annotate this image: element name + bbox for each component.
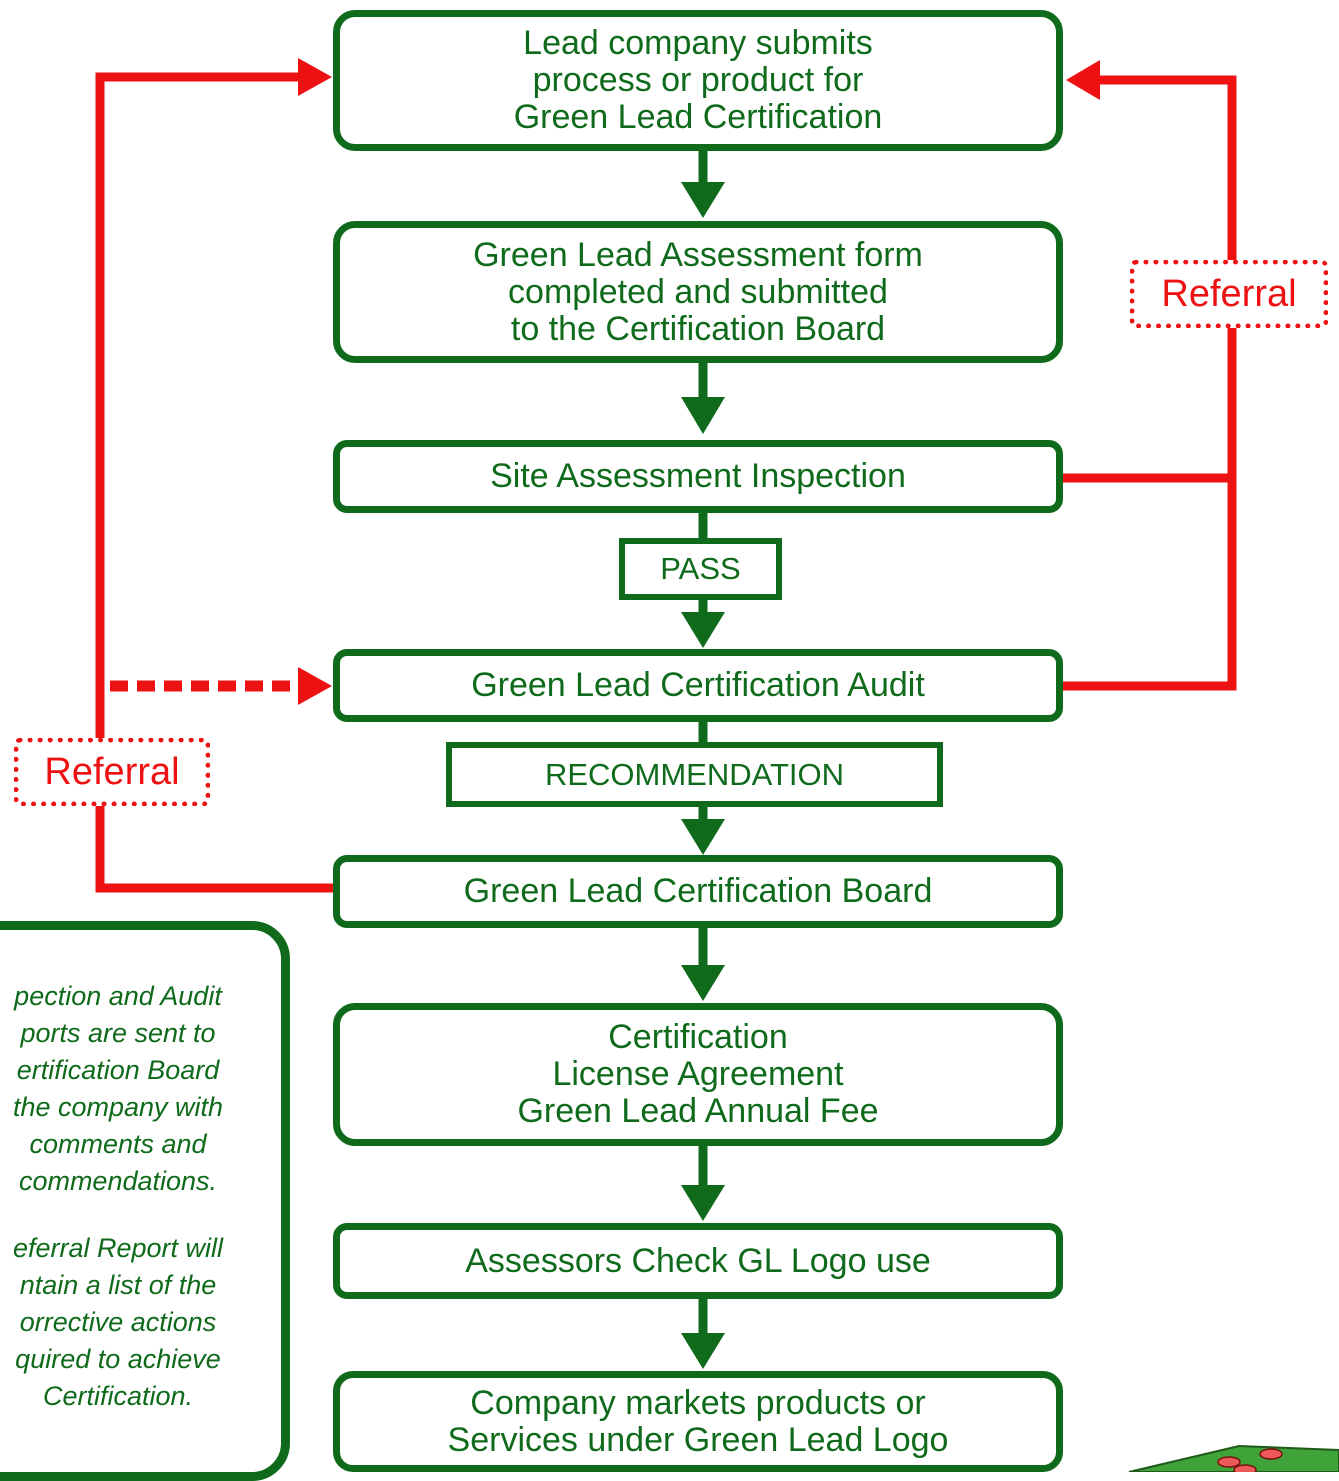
- note-line: quired to achieve: [15, 1344, 221, 1374]
- pass-label-text: PASS: [660, 551, 741, 586]
- step-markets: Company markets products or Services und…: [333, 1371, 1063, 1472]
- step-assessment-form-line-3: to the Certification Board: [510, 309, 886, 348]
- step-certification-line-2: License Agreement: [552, 1055, 844, 1093]
- pass-label: PASS: [619, 538, 782, 600]
- left-referral-arrowhead: [298, 58, 332, 96]
- step-certification-board-label: Green Lead Certification Board: [463, 872, 933, 910]
- note-line: commendations.: [18, 1166, 218, 1196]
- step-site-inspection-label: Site Assessment Inspection: [490, 457, 906, 495]
- step-submit-line-3: Green Lead Certification: [513, 98, 883, 136]
- step-certification-board: Green Lead Certification Board: [333, 855, 1063, 928]
- step-certification-line-1: Certification: [608, 1018, 788, 1056]
- note-line: pection and Audit: [14, 981, 222, 1011]
- arrowhead-board-to-certification: [681, 965, 725, 1001]
- step-certification-line-3: Green Lead Annual Fee: [517, 1092, 879, 1130]
- recommendation-label-text: RECOMMENDATION: [544, 756, 845, 792]
- right-referral-audit-line: [1062, 478, 1237, 691]
- step-certification-audit: Green Lead Certification Audit: [333, 649, 1063, 722]
- step-markets-line-2: Services under Green Lead Logo: [447, 1420, 949, 1459]
- note-paragraph-2: eferral Report will ntain a list of the …: [0, 1230, 368, 1415]
- step-certification: Certification License Agreement Green Le…: [333, 1003, 1063, 1146]
- step-assessment-form-line-1: Green Lead Assessment form: [473, 235, 923, 274]
- referral-label-left: Referral: [14, 738, 210, 806]
- step-assessment-form: Green Lead Assessment form completed and…: [333, 221, 1063, 363]
- arrowhead-logo-to-markets: [681, 1333, 725, 1369]
- arrowhead-submit-to-form: [681, 182, 725, 218]
- green-lead-logo-fragment: [1128, 1444, 1339, 1472]
- note-paragraph-1: pection and Audit ports are sent to erti…: [0, 978, 368, 1200]
- left-dotted-arrowhead: [298, 667, 332, 705]
- arrowhead-pass-to-audit: [681, 612, 725, 648]
- step-logo-check: Assessors Check GL Logo use: [333, 1223, 1063, 1299]
- left-referral-line: [95, 72, 333, 893]
- note-line: the company with: [12, 1092, 224, 1122]
- referral-label-left-text: Referral: [44, 750, 180, 793]
- step-logo-check-label: Assessors Check GL Logo use: [465, 1241, 931, 1280]
- note-line: orrective actions: [19, 1307, 217, 1337]
- arrowhead-certification-to-logo: [681, 1185, 725, 1221]
- note-line: ntain a list of the: [19, 1270, 217, 1300]
- step-submit-line-2: process or product for: [532, 61, 864, 99]
- step-site-inspection: Site Assessment Inspection: [333, 440, 1063, 513]
- right-referral-arrowhead: [1066, 60, 1100, 100]
- note-line: comments and: [29, 1129, 207, 1159]
- recommendation-label: RECOMMENDATION: [446, 742, 943, 807]
- arrowhead-form-to-site: [681, 397, 725, 434]
- red-arrowheads: [298, 58, 1100, 705]
- note-box: [0, 921, 290, 1481]
- step-submit-line-1: Lead company submits: [523, 24, 873, 62]
- note-line: ports are sent to: [20, 1018, 216, 1048]
- referral-label-right: Referral: [1130, 260, 1328, 328]
- note-line: Certification.: [42, 1381, 194, 1411]
- step-assessment-form-line-2: completed and submitted: [508, 272, 888, 311]
- step-markets-line-1: Company markets products or: [470, 1383, 926, 1422]
- step-certification-audit-label: Green Lead Certification Audit: [471, 666, 925, 704]
- referral-label-right-text: Referral: [1161, 272, 1297, 315]
- note-line: ertification Board: [16, 1055, 220, 1085]
- step-submit: Lead company submits process or product …: [333, 10, 1063, 151]
- note-line: eferral Report will: [12, 1233, 224, 1263]
- arrowhead-recommendation-to-board: [681, 819, 725, 855]
